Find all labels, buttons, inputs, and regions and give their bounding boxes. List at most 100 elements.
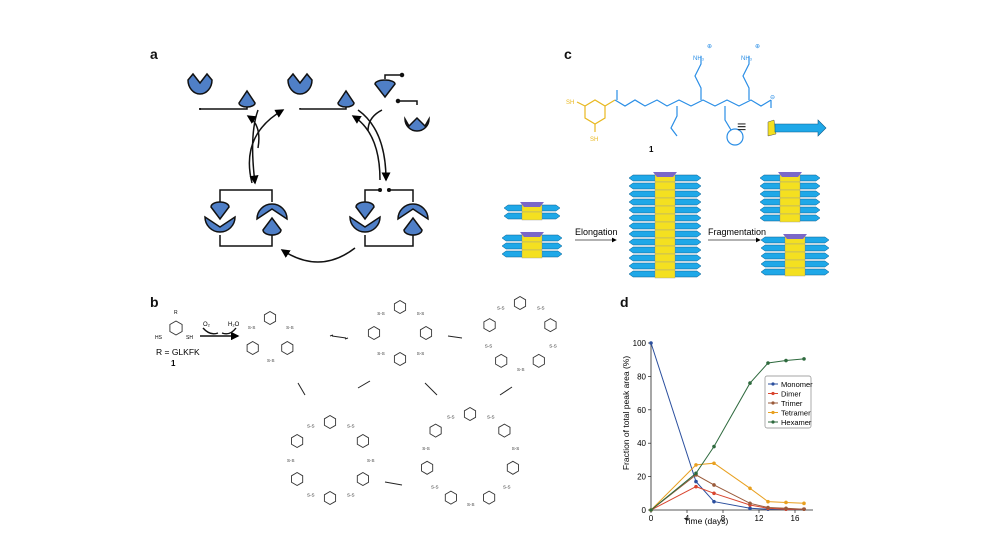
atom-r: R (174, 310, 178, 316)
disulfide-label: S-S (549, 344, 557, 349)
y-tick-label: 40 (637, 439, 646, 448)
disulfide-label: S-S (417, 351, 425, 356)
pentamer-ring (483, 318, 496, 333)
template-receptor-shape (187, 72, 213, 95)
data-point-trimer (748, 501, 752, 506)
trimer-ring (246, 340, 259, 356)
legend-box (764, 375, 812, 429)
data-point-dimer (694, 484, 698, 489)
elongation-label: Elongation (575, 227, 618, 237)
panel-label-d: d (620, 294, 629, 310)
disulfide-label: S-S (307, 493, 315, 498)
fibril-core (779, 213, 801, 223)
data-point-dimer (712, 491, 716, 496)
tetramer-ring (393, 351, 407, 367)
fibril-cap (520, 202, 544, 207)
series-line-tetramer (650, 462, 805, 511)
charge-minus: ⊖ (770, 95, 775, 101)
pentamer-ring (513, 295, 527, 311)
data-point-hexamer (784, 358, 788, 363)
disulfide-label: S-S (248, 325, 256, 330)
disulfide-label: S-S (431, 485, 439, 490)
hexamer-ring (356, 433, 369, 449)
data-point-tetramer (694, 463, 698, 467)
data-point-monomer (694, 479, 698, 484)
data-point-hexamer (712, 444, 716, 449)
atom-hs: HS (155, 335, 163, 341)
heptamer-ring (498, 423, 511, 438)
data-point-hexamer (748, 381, 752, 385)
panel-label-a: a (150, 46, 158, 62)
heptamer-ring (421, 460, 434, 475)
data-point-monomer (712, 499, 716, 504)
disulfide-label: S-S (497, 306, 505, 311)
thiol-ring (584, 99, 606, 125)
sh-bottom-label: SH (590, 137, 598, 143)
charge-plus-1: ⊕ (707, 44, 712, 50)
tetramer-ring (367, 325, 381, 341)
peptide-backbone (614, 56, 772, 146)
data-point-tetramer (802, 501, 806, 506)
heptamer-ring (444, 490, 457, 505)
disulfide-label: S-S (287, 458, 295, 463)
fibril-cap (520, 232, 544, 237)
legend-label: Tetramer (781, 408, 811, 417)
disulfide-label: S-S (447, 415, 455, 420)
panel-label-b: b (150, 294, 159, 310)
disulfide-label: S-S (422, 446, 430, 451)
series-line-dimer (650, 486, 804, 511)
hexamer-ring (291, 433, 304, 449)
nh3-label-2: NH₃ (741, 56, 753, 62)
disulfide-label: S-S (347, 493, 355, 498)
fibril-cap (653, 172, 677, 177)
chart-xlabel: Time (days) (684, 516, 729, 526)
panel-label-c: c (564, 46, 572, 62)
data-point-tetramer (712, 461, 716, 466)
pentamer-ring (495, 353, 508, 368)
disulfide-label: S-S (485, 344, 493, 349)
data-point-hexamer (802, 357, 806, 361)
legend-marker (771, 391, 775, 396)
data-point-hexamer (766, 361, 770, 365)
chart-ylabel: Fraction of total peak area (%) (621, 356, 631, 471)
y-tick-label: 60 (637, 406, 646, 415)
r-definition: R = GLKFK (156, 347, 200, 357)
fibril-core (521, 211, 543, 221)
heptamer-ring (429, 423, 442, 438)
fibril-cap (783, 234, 807, 239)
data-point-hexamer (694, 471, 698, 476)
disulfide-label: S-S (512, 446, 520, 451)
reagent-o2: O₂ (203, 322, 211, 328)
data-point-trimer (766, 505, 770, 510)
pentamer-ring (544, 318, 557, 333)
equilibrium-arrow (384, 481, 403, 486)
x-tick-label: 16 (791, 514, 800, 523)
disulfide-label: S-S (417, 311, 425, 316)
legend-marker (771, 410, 775, 415)
data-point-monomer (649, 341, 653, 345)
disulfide-label: S-S (347, 423, 355, 428)
fibril-core (784, 267, 806, 277)
monomer-number: 1 (171, 359, 176, 368)
sh-top-label: SH (566, 100, 574, 106)
equilibrium-arrow (447, 335, 463, 339)
legend-marker (771, 420, 775, 424)
disulfide-label: S-S (267, 358, 275, 363)
series-line-trimer (650, 474, 805, 511)
disulfide-label: S-S (537, 306, 545, 311)
disulfide-label: S-S (367, 458, 375, 463)
peptide-cartoon (767, 119, 827, 137)
data-point-trimer (784, 506, 788, 511)
disulfide-label: S-S (307, 423, 315, 428)
legend-marker (771, 401, 775, 405)
data-point-tetramer (748, 486, 752, 491)
trimer-ring (263, 310, 277, 326)
equilibrium-arrow (424, 382, 438, 396)
y-tick-label: 80 (637, 372, 646, 381)
y-tick-label: 0 (642, 506, 647, 515)
heptamer-ring (483, 490, 496, 505)
charge-plus-2: ⊕ (755, 44, 760, 50)
disulfide-label: S-S (517, 367, 525, 372)
data-point-trimer (712, 483, 716, 487)
